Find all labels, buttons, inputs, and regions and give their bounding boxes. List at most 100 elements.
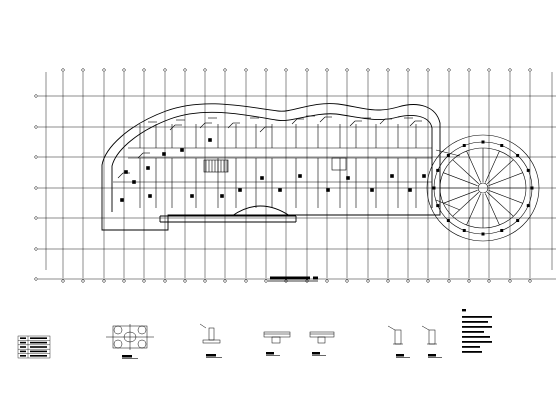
hall-radial-line [485,193,500,226]
axis-bubble-top [264,68,268,72]
notes-line-block [462,331,484,333]
axis-bubble-top [325,68,329,72]
notes-line-block [462,336,490,338]
hall-column [446,153,450,157]
axis-bubble-bottom [508,279,512,283]
axis-bubble-bottom [426,279,430,283]
hall-radial-line [443,172,478,186]
detail-corner [137,325,147,335]
axis-bubble-top [386,68,390,72]
stair-box [203,159,229,173]
detail-title [428,354,442,358]
axis-bubble-bottom [61,279,65,283]
detail-leader [199,323,207,329]
detail-title-block [396,354,404,357]
axis-bubble-bottom [183,279,187,283]
axis-bubble-top [81,68,85,72]
axis-bubble-top [426,68,430,72]
notes-line-block [462,316,492,318]
axis-bubble-top [223,68,227,72]
axis-bubble-top [244,68,248,72]
axis-bubble-bottom [203,279,207,283]
detail-post-3 [421,325,437,345]
hall-column [526,204,530,208]
hall-center [477,182,489,194]
axis-bubble-bottom [163,279,167,283]
axis-bubble-bottom [406,279,410,283]
detail-leader [387,325,396,331]
legend-text-block [30,355,47,357]
axis-bubble-bottom [528,279,532,283]
hall-column [500,144,504,148]
hall-link-line [435,149,461,157]
detail-title-block [312,352,320,355]
hall-column [530,186,534,190]
inner-wall [111,111,433,212]
legend-symbol [20,337,26,339]
hall-radial-line [443,190,478,204]
room-partitions [113,116,432,208]
structural-column [298,174,302,178]
axis-bubble-top [366,68,370,72]
structural-column [326,188,330,192]
detail-corner [113,339,123,349]
circular-hall [426,134,540,242]
notes-line-block [462,321,488,323]
detail-post [428,329,436,345]
notes-line-block [462,326,492,328]
structural-column [238,188,242,192]
hall-column [462,144,466,148]
hall-column [500,228,504,232]
detail-beam-web [317,336,326,344]
hall-column [432,186,436,190]
axis-bubble-left [34,186,38,190]
hall-radial-line [452,159,479,184]
stair-detail [203,159,229,173]
axis-bubble-top [142,68,146,72]
structural-column [260,176,264,180]
detail-title [206,354,222,358]
room-label-leader [291,118,298,125]
detail-beam [263,331,291,338]
shaft [331,157,347,171]
entrance-arch [231,205,291,217]
detail-title [312,352,326,356]
annotations [148,115,413,123]
detail-title [266,352,280,356]
detail-base [202,339,221,344]
legend-text-block [30,337,47,339]
axis-bubble-top [61,68,65,72]
hall-column [446,219,450,223]
detail-leader [421,325,430,331]
axis-bubble-bottom [386,279,390,283]
structural-column [390,174,394,178]
axis-bubble-bottom [487,279,491,283]
structural-column [278,188,282,192]
axis-bubble-top [102,68,106,72]
hall-column [481,232,485,236]
structural-column [370,188,374,192]
axis-bubble-top [528,68,532,72]
axis-bubble-top [305,68,309,72]
hall-column [436,204,440,208]
room-label-leader [137,152,144,159]
detail-column-cap [106,324,154,350]
axis-bubble-top [284,68,288,72]
structural-column [408,188,412,192]
axis-bubble-top [122,68,126,72]
structural-column [346,176,350,180]
hall-column [516,153,520,157]
axis-bubble-left [34,94,38,98]
hall-column [436,168,440,172]
hall-radial-line [485,150,500,183]
room-label-leader [227,122,234,129]
detail-corner [113,325,123,335]
axis-bubble-top [467,68,471,72]
axis-bubble-left [34,125,38,129]
hall-radial-line [452,192,479,217]
notes-heading-mark [462,309,466,312]
axis-bubble-bottom [447,279,451,283]
legend-symbol [20,346,26,348]
detail-post [208,327,215,341]
hall-radial-line [488,172,523,186]
